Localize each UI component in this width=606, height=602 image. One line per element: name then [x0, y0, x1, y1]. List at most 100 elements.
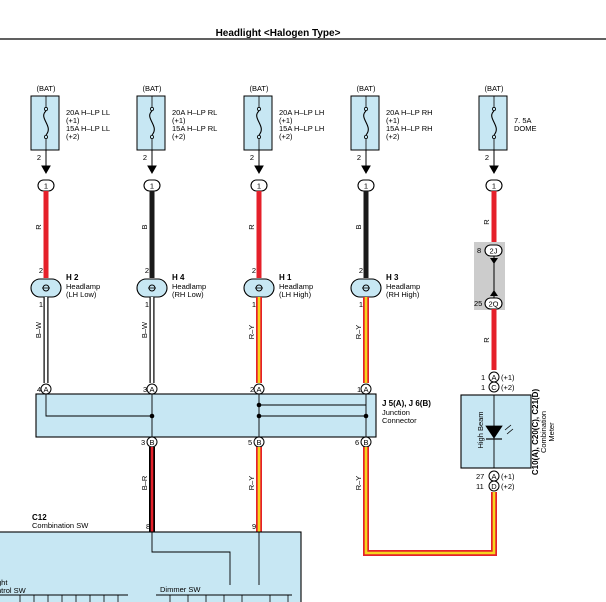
fuse-2: (BAT) 20A H–LP RL (+1) 15A H–LP RL (+2) …	[136, 84, 217, 162]
fuse-rating-line: (+2)	[172, 132, 186, 141]
fuse-box	[350, 95, 380, 151]
fuse-rating-line: (+2)	[386, 132, 400, 141]
pin-label: 1	[359, 300, 363, 309]
pin-number: 4	[37, 385, 41, 394]
pin-note: (+2)	[501, 383, 515, 392]
pin-letter: B	[149, 438, 154, 447]
junction-bottom-pins: 3 B 5 B 6 B	[141, 436, 372, 448]
wire-color-label: R–Y	[354, 476, 363, 491]
pin-label: 2	[359, 266, 363, 275]
wire-labels-top: R B R B R	[34, 219, 491, 230]
pin-note: (+2)	[501, 482, 515, 491]
pin-letter: B	[363, 438, 368, 447]
headlamp-code: H 4	[172, 273, 185, 282]
pin-letter: A	[149, 385, 154, 394]
pin-number: 8	[477, 246, 481, 255]
headlamp-name: (RH High)	[386, 290, 420, 299]
fuse-rating-line: (+1)	[386, 116, 400, 125]
wire-color-label: B	[140, 224, 149, 229]
fuse-pin: 2	[485, 153, 489, 162]
pin-label: 2	[145, 266, 149, 275]
wires-top	[43, 191, 497, 278]
pin-letter: C	[491, 383, 497, 392]
pin-letter: A	[491, 472, 496, 481]
fuse-pin: 2	[250, 153, 254, 162]
wire-color-label: R–Y	[247, 476, 256, 491]
pin-label: 1	[145, 300, 149, 309]
fuse-rating-line: 15A H–LP LL	[66, 124, 110, 133]
fuse-4: (BAT) 20A H–LP RH (+1) 15A H–LP RH (+2) …	[350, 84, 433, 162]
pin-label: 2	[39, 266, 43, 275]
switch-code: C12	[32, 513, 47, 522]
arrow-down-icon	[490, 258, 498, 264]
connector-code: 2Q	[488, 300, 498, 309]
switch-left-label: ntrol SW	[0, 586, 27, 595]
pin-label: 2	[252, 266, 256, 275]
wire-color-label: R	[247, 224, 256, 230]
pin-letter: A	[491, 373, 496, 382]
junction-body	[35, 393, 377, 438]
arrow-down-icon	[489, 165, 499, 175]
fuse-connectors: 1 1 1 1 1	[37, 179, 503, 192]
switch-body	[0, 531, 302, 602]
bat-label: (BAT)	[249, 84, 269, 93]
fuse-box	[243, 95, 273, 151]
meter-name: Meter	[547, 422, 556, 442]
fuse-rating-line: 15A H–LP LH	[279, 124, 324, 133]
pin-number: 9	[252, 522, 256, 531]
led-icon	[485, 425, 503, 439]
meter-name: Combination	[539, 411, 548, 453]
fuse-3: (BAT) 20A H–LP LH (+1) 15A H–LP LH (+2) …	[243, 84, 324, 162]
arrow-up-icon	[490, 290, 498, 296]
pin-letter: A	[363, 385, 368, 394]
fuse-rating-line: 20A H–LP LL	[66, 108, 110, 117]
fuse-rating-line: 15A H–LP RL	[172, 124, 217, 133]
wire-labels-mid: B–W B–W R–Y R–Y	[34, 321, 363, 339]
headlamp-h3: 2 H 3 Headlamp (RH High) 1	[350, 266, 420, 309]
fuse-rating-line: (+1)	[66, 116, 80, 125]
wire-color-label: B–W	[34, 321, 43, 338]
wire-color-label: R	[482, 219, 491, 225]
headlamp-code: H 3	[386, 273, 399, 282]
pin-note: (+1)	[501, 472, 515, 481]
headlamp-name: (LH High)	[279, 290, 312, 299]
wire-color-label: R	[34, 224, 43, 230]
arrow-down-icon	[361, 165, 371, 175]
fuse-icon	[363, 110, 369, 136]
fuse-rating-line: 15A H–LP RH	[386, 124, 433, 133]
fuse-rating-line: (+2)	[66, 132, 80, 141]
wires-mid	[43, 297, 369, 383]
pin-number: 8	[146, 522, 150, 531]
headlamp-name: Headlamp	[386, 282, 420, 291]
bat-label: (BAT)	[36, 84, 56, 93]
fuse-rating-line: (+2)	[279, 132, 293, 141]
headlamp-code: H 2	[66, 273, 79, 282]
wire-color-label: R–Y	[354, 325, 363, 340]
fuse-1: (BAT) 20A H–LP LL (+1) 15A H–LP LL (+2) …	[30, 84, 110, 162]
fuse-box	[478, 95, 508, 151]
junction-name: Junction	[382, 408, 410, 417]
fuse-rating-line: DOME	[514, 124, 537, 133]
switch-name: Combination SW	[32, 521, 89, 530]
fuse-box	[136, 95, 166, 151]
fuse-rating-line: 20A H–LP RL	[172, 108, 217, 117]
combination-switch: C12 Combination SW 8 9 ght ntrol SW Dimm…	[0, 513, 302, 602]
wire-color-label: B–R	[140, 475, 149, 490]
pin-number: 5	[248, 438, 252, 447]
headlamp-h1: 2 H 1 Headlamp (LH High) 1	[243, 266, 313, 309]
fuse-rating-line: 20A H–LP RH	[386, 108, 433, 117]
pin-number: 1	[481, 373, 485, 382]
headlamp-h2: 2 H 2 Headlamp (LH Low) 1	[30, 266, 100, 309]
arrow-down-icon	[254, 165, 264, 175]
pin-label: 1	[252, 300, 256, 309]
pin-number: 3	[143, 385, 147, 394]
dimmer-label: Dimmer SW	[160, 585, 201, 594]
headlamp-name: (RH Low)	[172, 290, 204, 299]
fuse-5: (BAT) 7. 5A DOME 2	[478, 84, 537, 162]
fuse-pin: 2	[37, 153, 41, 162]
connector-pin: 1	[364, 182, 368, 191]
junction-top-pins: 4 A 3 A 2 A 1 A	[37, 383, 372, 395]
pin-number: 1	[481, 383, 485, 392]
connector-code: 2J	[490, 247, 498, 256]
